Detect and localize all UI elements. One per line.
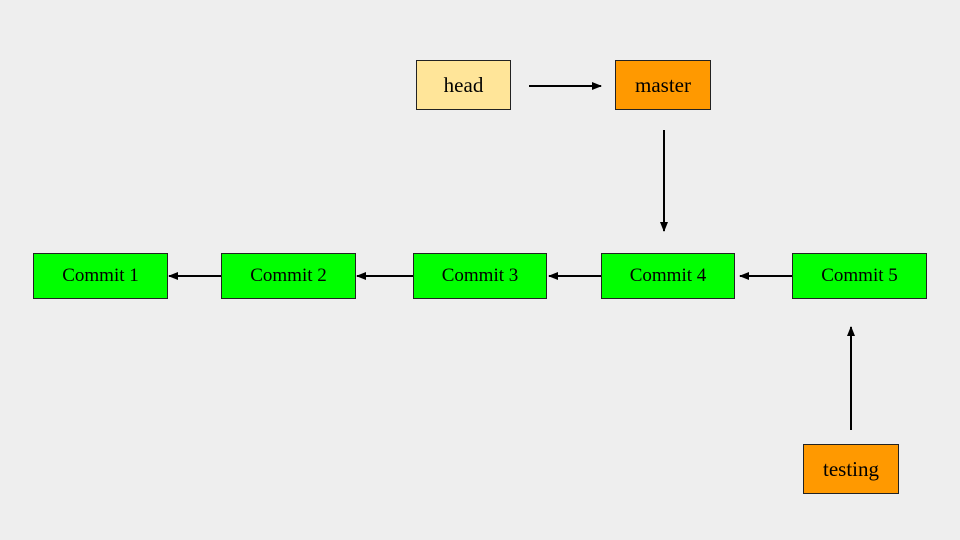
commit-1-label: Commit 1 bbox=[62, 265, 139, 286]
head-ref-box: head bbox=[416, 60, 511, 110]
commit-5-label: Commit 5 bbox=[821, 265, 898, 286]
testing-branch-box: testing bbox=[803, 444, 899, 494]
commit-3-label: Commit 3 bbox=[441, 265, 519, 286]
commit-1-box: Commit 1 bbox=[33, 253, 168, 299]
master-branch-label: master bbox=[635, 72, 691, 97]
testing-branch-label: testing bbox=[823, 456, 879, 481]
commit-3-box: Commit 3 bbox=[413, 253, 547, 299]
commit-4-label: Commit 4 bbox=[629, 265, 707, 286]
head-ref-label: head bbox=[443, 72, 484, 97]
commit-2-box: Commit 2 bbox=[221, 253, 356, 299]
master-branch-box: master bbox=[615, 60, 711, 110]
commit-5-box: Commit 5 bbox=[792, 253, 927, 299]
commit-2-label: Commit 2 bbox=[250, 265, 327, 286]
commit-4-box: Commit 4 bbox=[601, 253, 735, 299]
